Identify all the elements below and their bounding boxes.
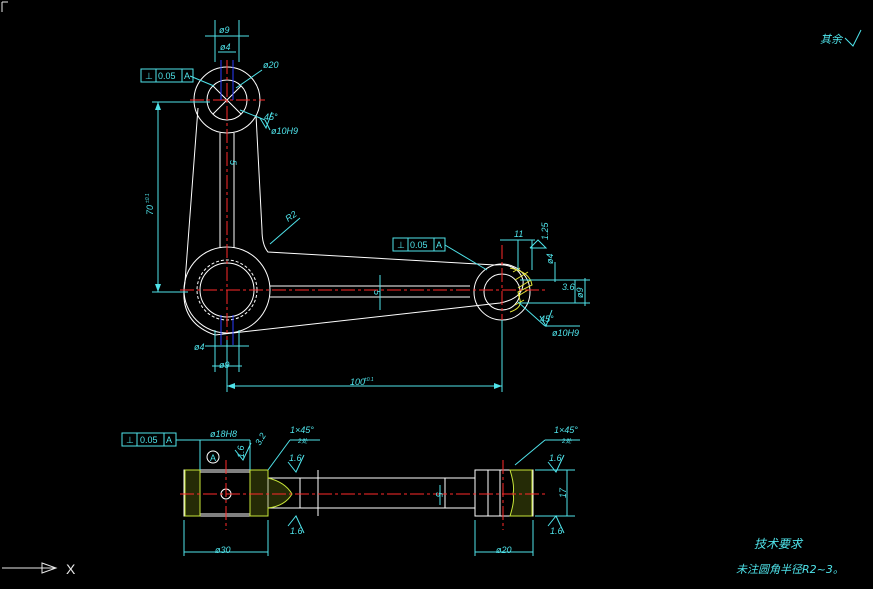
- dim-70-tolerance: ±0.1: [145, 193, 151, 203]
- dim-d4-right: ø4: [545, 253, 555, 264]
- tolerance-right-datum: A: [436, 240, 442, 250]
- section-view-outline: [183, 469, 534, 517]
- dim-d20: ø20: [263, 60, 279, 70]
- dim-d30: ø30: [215, 545, 231, 555]
- dim-ra-1-6-top: 1.6: [289, 453, 302, 463]
- roughness-symbols: [234, 29, 862, 534]
- dim-11: 11: [514, 229, 523, 239]
- dim-chamfer-left: 1×45°: [290, 425, 314, 435]
- dim-d9-right: ø9: [575, 287, 585, 298]
- dim-d18h8: ø18H8: [210, 429, 237, 439]
- ucs-x-label: X: [66, 561, 76, 577]
- dim-100-tolerance: ±0.1: [364, 377, 374, 383]
- top-view-dimension-lines: [152, 20, 590, 392]
- dim-ra-1-6-right-top: 1.6: [549, 453, 562, 463]
- dim-d10h9-top: ø10H9: [271, 126, 298, 136]
- dim-100: 100: [350, 377, 365, 387]
- tolerance-right-symbol: ⊥: [397, 240, 405, 250]
- right-boss-hatch: [509, 267, 533, 313]
- tech-requirements-line1: 未注圆角半径R2~3。: [736, 563, 844, 576]
- dim-45deg-right: 45°: [540, 314, 554, 324]
- dim-3-6: 3.6: [562, 282, 575, 292]
- tolerance-section-datum: A: [166, 435, 172, 445]
- tolerance-top-datum: A: [184, 71, 190, 81]
- top-view-arrows: [155, 102, 502, 389]
- dim-d10h9-right: ø10H9: [552, 328, 579, 338]
- datum-label-a: A: [210, 453, 216, 463]
- tolerance-section-value: 0.05: [140, 435, 158, 445]
- dim-ra-1-6-bottom: 1.6: [290, 526, 303, 536]
- tolerance-right-value: 0.05: [410, 240, 428, 250]
- dim-chamfer-right-sub: 2处: [561, 437, 572, 445]
- top-view-centerlines: [180, 60, 545, 345]
- ucs-axis: [1, 1, 58, 574]
- dim-d20-section: ø20: [496, 545, 512, 555]
- dim-d9-top: ø9: [219, 25, 230, 35]
- dim-45deg-top: 45°: [264, 112, 278, 122]
- tolerance-top-symbol: ⊥: [145, 71, 153, 81]
- tolerance-top-value: 0.05: [158, 71, 176, 81]
- dim-d4-bottom: ø4: [194, 342, 205, 352]
- dim-5-arm: 5: [372, 290, 382, 296]
- dim-ra-1-6-left: 1.6: [236, 445, 246, 458]
- dim-thickness-5: 5: [434, 492, 444, 498]
- datum-circle: [206, 450, 220, 464]
- top-view-hidden-lines: [220, 60, 234, 345]
- tech-requirements-title: 技术要求: [754, 537, 804, 551]
- section-view-hatch: [184, 469, 533, 517]
- section-view-centerlines: [180, 460, 545, 530]
- surface-finish-label: 其余: [820, 33, 844, 46]
- dim-chamfer-right: 1×45°: [554, 425, 578, 435]
- dim-chamfer-left-sub: 2处: [297, 437, 308, 445]
- dim-ra-3-2: 3.2: [253, 431, 268, 447]
- tolerance-frame-boxes: [121, 68, 446, 447]
- dim-d9-bottom: ø9: [219, 360, 230, 370]
- dim-d4-top: ø4: [220, 42, 231, 52]
- top-view-outline: [183, 66, 531, 336]
- dim-5-top: 5: [228, 160, 238, 166]
- tolerance-section-symbol: ⊥: [126, 435, 134, 445]
- dim-70: 70: [145, 205, 155, 215]
- dim-height-17: 17: [558, 487, 568, 498]
- dim-ra-1-25: 1.25: [540, 221, 550, 240]
- dim-ra-1-6-right-bottom: 1.6: [550, 526, 563, 536]
